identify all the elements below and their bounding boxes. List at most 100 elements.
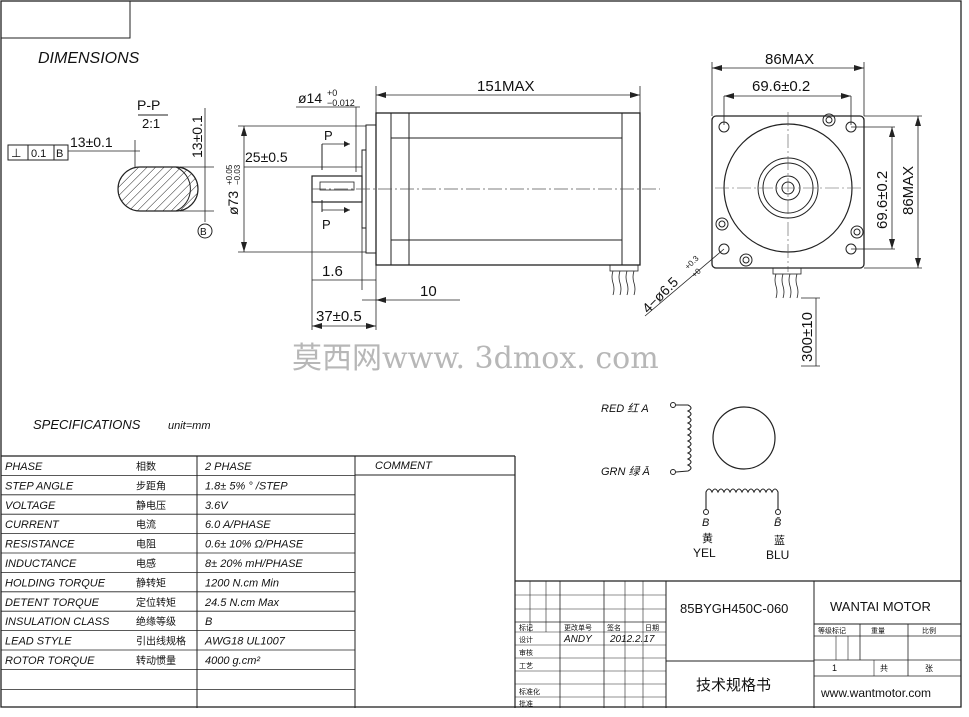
spec-value: 0.6± 10% Ω/PHASE — [205, 539, 304, 551]
specs-heading: SPECIFICATIONS — [33, 417, 141, 432]
spec-value: 8± 20% mH/PHASE — [205, 558, 303, 570]
tol-datum: B — [56, 148, 63, 160]
change-header: 更改单号 — [564, 623, 592, 632]
spec-name-cn: 绝缘等级 — [136, 615, 176, 628]
body-length-dim: 151MAX — [477, 78, 535, 95]
front-leads — [772, 267, 802, 299]
shaft-tol-minus: −0.012 — [327, 98, 355, 108]
wire-grn: GRN 绿 Ā — [601, 465, 650, 478]
review-label: 审核 — [519, 648, 533, 657]
spec-value: 2 PHASE — [204, 461, 252, 473]
watermark: 莫西网www. 3dmox. com — [292, 341, 659, 376]
spec-name-cn: 步距角 — [136, 480, 166, 492]
spec-name: STEP ANGLE — [5, 480, 74, 492]
spec-name-cn: 转动惯量 — [136, 654, 176, 667]
spec-name-cn: 电阻 — [136, 538, 156, 551]
spec-name: DETENT TORQUE — [5, 597, 100, 609]
flange-thk-dim: 1.6 — [322, 263, 343, 280]
spec-name: RESISTANCE — [5, 539, 75, 551]
pilot-dia-dim: ø73 — [225, 191, 241, 215]
wire-yellow-cn: 黄 — [702, 531, 713, 545]
perpendicularity-frame: ⊥ 0.1 B — [7, 144, 69, 161]
square-height-dim: 86MAX — [900, 166, 917, 215]
shaft-len-dim: 37±0.5 — [316, 308, 362, 325]
spec-name-cn: 相数 — [136, 460, 156, 473]
key-height-dim: 13±0.1 — [189, 115, 205, 158]
spec-name-cn: 静转矩 — [136, 576, 166, 589]
spec-name-cn: 引出线规格 — [136, 635, 186, 648]
wire-bbar: B̄ — [774, 516, 781, 529]
title-block — [515, 580, 961, 708]
cut-p-top: P — [324, 128, 333, 143]
spec-name-cn: 静电压 — [136, 499, 166, 512]
wiring-diagram: RED 红 A GRN 绿 Ā B 黄 YEL B̄ 蓝 BLU — [601, 402, 789, 562]
spec-name: INSULATION CLASS — [5, 616, 110, 628]
corner-box — [1, 1, 131, 39]
sheet-label: 张 — [925, 664, 933, 673]
spec-name: PHASE — [5, 461, 43, 473]
spec-name: LEAD STYLE — [5, 636, 72, 648]
wire-b: B — [702, 517, 709, 529]
scale-header: 比例 — [922, 626, 936, 635]
shaft-key-len-dim: 25±0.5 — [245, 149, 288, 165]
model-number: 85BYGH450C-060 — [680, 601, 788, 616]
flange-off-dim: 10 — [420, 283, 437, 300]
design-date: 2012.2.17 — [609, 634, 655, 645]
approve-label: 批准 — [519, 699, 533, 708]
section-scale: 2:1 — [142, 116, 160, 131]
spec-value: 4000 g.cm² — [205, 655, 260, 667]
spec-value: AWG18 UL1007 — [204, 636, 286, 648]
side-leads — [609, 264, 639, 296]
spec-table: COMMENT PHASE 相数 2 PHASE STEP ANGLE 步距角 1.8± … — [1, 455, 516, 708]
comment-header: COMMENT — [375, 460, 433, 472]
weight-header: 重量 — [871, 627, 885, 635]
spec-name: HOLDING TORQUE — [5, 577, 106, 589]
wire-red: RED 红 A — [601, 402, 649, 415]
company-name: WANTAI MOTOR — [830, 599, 931, 614]
spec-name: INDUCTANCE — [5, 558, 77, 570]
spec-value: 24.5 N.cm Max — [204, 597, 279, 609]
shaft-tol-plus: +0 — [327, 88, 337, 98]
wire-yellow: YEL — [693, 546, 716, 560]
craft-label: 工艺 — [519, 662, 533, 670]
website: www.wantmotor.com — [820, 686, 931, 700]
spec-name: VOLTAGE — [5, 500, 56, 512]
square-width-dim: 86MAX — [765, 51, 814, 68]
wire-blue: BLU — [766, 548, 789, 562]
shaft-section-hatch — [117, 166, 199, 212]
total-label: 共 — [880, 664, 888, 673]
hole-pitch-w-dim: 69.6±0.2 — [752, 78, 810, 95]
standard-label: 标准化 — [519, 687, 540, 696]
section-label: P-P — [137, 97, 160, 113]
spec-value: 1.8± 5% ° /STEP — [205, 480, 288, 492]
design-label: 设计 — [519, 635, 533, 644]
tol-value: 0.1 — [31, 148, 46, 160]
spec-name: CURRENT — [5, 519, 60, 531]
spec-value: 6.0 A/PHASE — [205, 519, 271, 531]
spec-value: 3.6V — [205, 500, 229, 512]
spec-name-cn: 电感 — [136, 557, 156, 570]
rotor-circle — [712, 406, 776, 470]
hole-pitch-h-dim: 69.6±0.2 — [874, 171, 891, 229]
lead-len-dim: 300±10 — [799, 312, 816, 362]
mark-header: 标记 — [519, 623, 533, 632]
spec-value: 1200 N.cm Min — [205, 577, 279, 589]
doc-type: 技术规格书 — [696, 677, 771, 694]
grade-header: 等级标记 — [818, 626, 846, 635]
specs-unit: unit=mm — [168, 420, 211, 432]
side-view: 151MAX ø14 +0 −0.012 P P 25±0.5 — [225, 78, 660, 330]
cut-p-bottom: P — [322, 217, 331, 232]
pilot-tol-plus: +0.05 — [225, 164, 234, 185]
shaft-dia-dim: ø14 — [298, 90, 322, 106]
section-view: P-P 2:1 ⊥ 0.1 B 13±0.1 13±0.1 B — [7, 97, 214, 239]
datum-b: B — [200, 227, 207, 238]
key-width-dim: 13±0.1 — [70, 134, 113, 150]
sheet-number: 1 — [832, 663, 837, 673]
sign-header: 签名 — [607, 623, 621, 632]
spec-name-cn: 电流 — [136, 518, 156, 531]
spec-name-cn: 定位转矩 — [136, 596, 176, 609]
mount-holes-dim: 4−ø6.5 — [639, 274, 682, 317]
